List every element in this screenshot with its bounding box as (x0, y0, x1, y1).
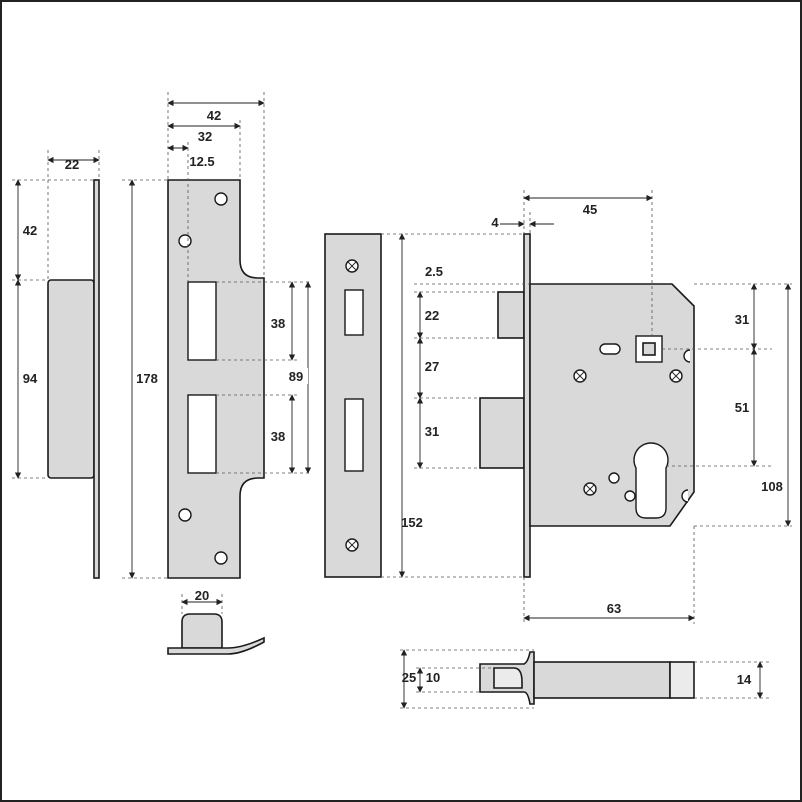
strike-tongue-side (167, 613, 265, 655)
dim-case-forend-thickness: 4 (491, 215, 499, 230)
dim-bolt-side-height: 25 (402, 670, 416, 685)
faceplate-bolt-slot (344, 398, 364, 472)
case-slot (599, 343, 621, 355)
dim-forend-depth: 22 (65, 157, 79, 172)
dim-strike-offset: 12.5 (189, 154, 214, 169)
dim-strike-slot-upper: 38 (271, 316, 285, 331)
dim-strike-height: 178 (136, 371, 158, 386)
case-body (529, 283, 695, 527)
screw-hole-icon (178, 508, 192, 522)
dim-case-depth: 63 (607, 601, 621, 616)
strike-slot-upper (187, 281, 217, 361)
dim-case-height: 108 (761, 479, 783, 494)
euro-cylinder-cutout (633, 442, 669, 519)
dim-strike-width-32: 32 (198, 129, 212, 144)
screw-icon (583, 482, 597, 496)
dim-faceplate-height: 152 (401, 515, 423, 530)
dim-bolt-height: 31 (425, 424, 439, 439)
case-forend (523, 233, 531, 578)
strike-plate-body (167, 179, 265, 579)
dim-case-backset: 45 (583, 202, 597, 217)
case-side-tail (669, 661, 695, 699)
faceplate (324, 233, 382, 578)
case-hole-icon (608, 472, 620, 484)
case-body-side (47, 279, 95, 479)
dim-strike-total-width: 42 (207, 108, 221, 123)
screw-icon (669, 369, 683, 383)
dead-bolt (479, 397, 525, 469)
faceplate-latch-slot (344, 289, 364, 336)
dim-spindle-to-cylinder: 51 (735, 400, 749, 415)
screw-hole-icon (214, 551, 228, 565)
case-side (533, 661, 671, 699)
dim-strike-slot-span: 89 (289, 369, 303, 384)
case-hole-icon (624, 490, 636, 502)
dim-spindle-from-top: 31 (735, 312, 749, 327)
dim-bolt-side-tail: 14 (737, 672, 752, 687)
dim-forend-upper: 42 (23, 223, 37, 238)
dim-top-offset: 2.5 (425, 264, 443, 279)
dim-strike-tongue: 20 (195, 588, 209, 603)
forend-plate-side (93, 179, 100, 579)
forend-side-view (47, 179, 100, 579)
screw-hole-icon (214, 192, 228, 206)
screw-hole-icon (178, 234, 192, 248)
strike-plate (167, 179, 265, 579)
latch-bolt (497, 291, 525, 339)
bolt-side-view (479, 651, 695, 705)
strike-slot-lower (187, 394, 217, 474)
dim-bolt-side-inner: 10 (426, 670, 440, 685)
screw-icon (573, 369, 587, 383)
dim-strike-slot-lower: 38 (271, 429, 285, 444)
dim-latch-bolt-gap: 27 (425, 359, 439, 374)
lock-case (479, 233, 695, 578)
screw-icon (345, 259, 359, 273)
screw-icon (345, 538, 359, 552)
dim-latch-height: 22 (425, 308, 439, 323)
dim-forend-case-height: 94 (23, 371, 38, 386)
